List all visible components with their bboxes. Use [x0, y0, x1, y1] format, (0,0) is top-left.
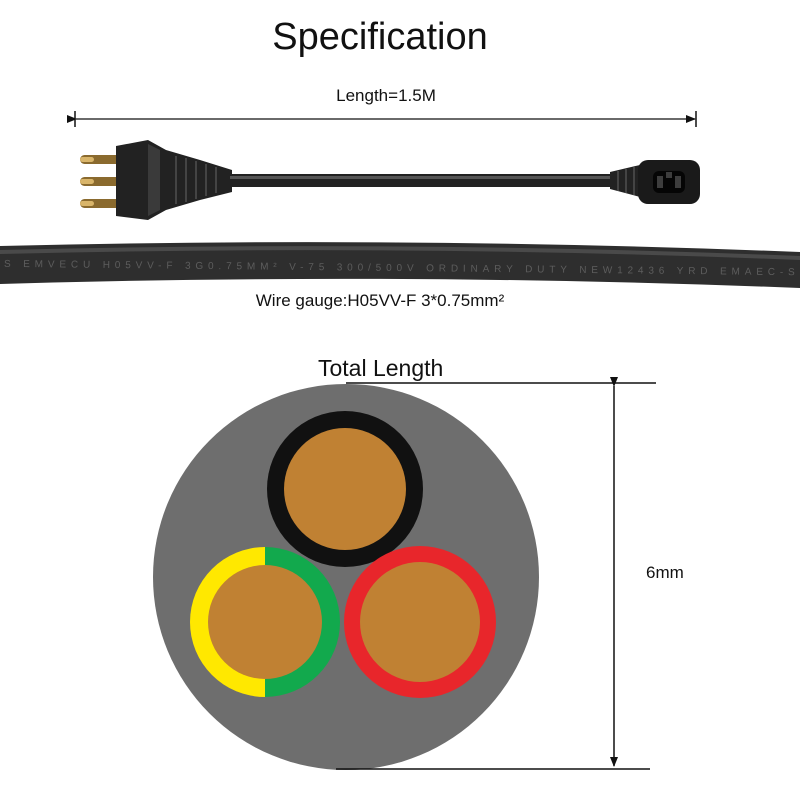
diameter-dimension — [336, 377, 656, 770]
power-cord-illustration — [80, 140, 700, 220]
cable-cross-section — [153, 384, 539, 770]
iec-connector — [610, 160, 700, 204]
earth-conductor — [190, 547, 340, 697]
length-dimension-line — [67, 111, 697, 127]
cord-cable — [230, 174, 612, 187]
cable-closeup: S EMVECU H05VV-F 3G0.75MM² V-75 300/500V… — [0, 242, 800, 288]
cross-section-heading: Total Length — [318, 355, 444, 381]
cable-length-label: Length=1.5M — [336, 86, 436, 105]
page-title: Specification — [272, 16, 488, 58]
live-conductor — [267, 411, 423, 567]
diameter-label: 6mm — [646, 563, 684, 582]
plug-pins — [80, 155, 122, 208]
neutral-conductor — [344, 546, 496, 698]
plug-body — [116, 140, 232, 220]
wire-gauge-label: Wire gauge:H05VV-F 3*0.75mm² — [255, 291, 505, 310]
